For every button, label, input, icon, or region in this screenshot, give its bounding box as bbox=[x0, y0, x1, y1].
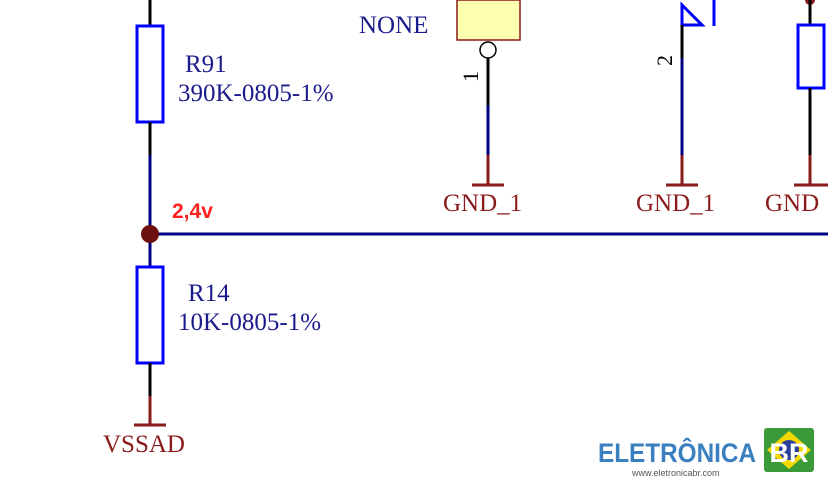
jumper-body[interactable] bbox=[456, 0, 521, 41]
jumper-value: NONE bbox=[359, 12, 428, 39]
logo-url: www.eletronicabr.com bbox=[631, 468, 720, 478]
resistor-r14[interactable] bbox=[135, 265, 165, 365]
r14-ref: R14 bbox=[188, 280, 230, 307]
gnd3-label: GND bbox=[765, 190, 819, 217]
node-voltage: 2,4v bbox=[172, 200, 213, 223]
resistor-right[interactable] bbox=[796, 23, 826, 90]
gnd1-label: GND_1 bbox=[443, 190, 522, 217]
jumper-pin-circle bbox=[479, 41, 497, 59]
r91-value: 390K-0805-1% bbox=[178, 80, 334, 107]
logo-badge: BR bbox=[770, 438, 809, 468]
junction-dot bbox=[141, 225, 159, 243]
resistor-r91[interactable] bbox=[135, 24, 165, 124]
vssad-label: VSSAD bbox=[103, 431, 185, 458]
r91-ref: R91 bbox=[185, 51, 227, 78]
jumper-pin-number: 1 bbox=[458, 71, 483, 82]
r14-value: 10K-0805-1% bbox=[178, 309, 321, 336]
eletronicabr-logo: ELETRÔNICA BR www.eletronicabr.com bbox=[598, 428, 814, 478]
diode-pin-number: 2 bbox=[652, 55, 677, 66]
diode-icon[interactable] bbox=[680, 1, 706, 27]
gnd2-label: GND_1 bbox=[636, 190, 715, 217]
logo-name: ELETRÔNICA bbox=[598, 437, 756, 468]
